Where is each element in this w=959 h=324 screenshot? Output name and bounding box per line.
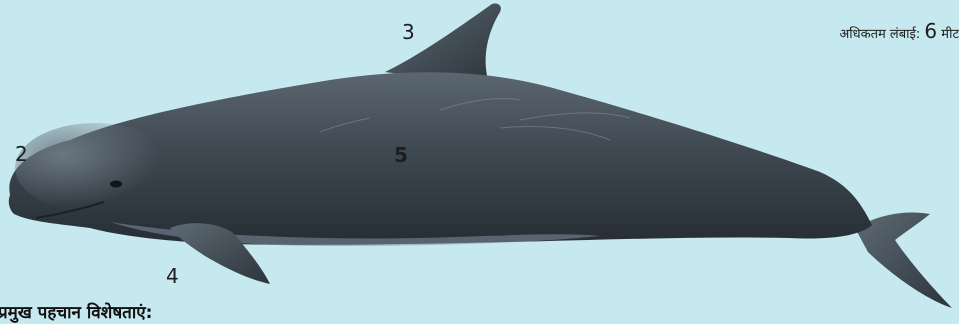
eye-icon [110, 181, 122, 188]
label-flipper: 4 [166, 266, 179, 286]
label-head: 2 [15, 144, 28, 164]
label-dorsal-fin: 3 [402, 22, 415, 42]
max-length-prefix: अधिकतम लंबाई: [839, 27, 920, 42]
max-length-value: 6 [924, 19, 937, 43]
label-body: 5 [394, 145, 408, 165]
max-length-text: अधिकतम लंबाई: 6 मीट [839, 19, 959, 43]
melon-highlight [15, 123, 175, 213]
max-length-unit: मीट [941, 27, 959, 42]
